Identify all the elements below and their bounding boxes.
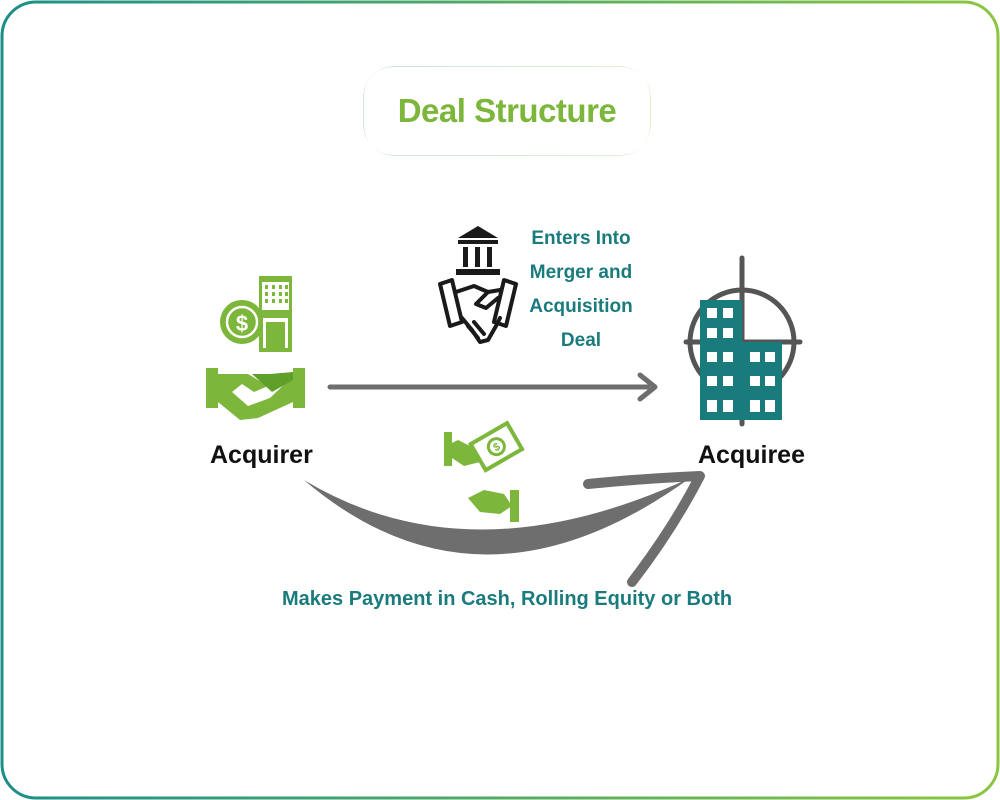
svg-text:$: $ — [491, 441, 502, 454]
bank-icon — [456, 226, 500, 275]
deal-line-2: Merger and — [529, 262, 633, 283]
deal-arrow — [327, 372, 658, 402]
diagram-title: Deal Structure — [397, 92, 617, 129]
acquiree-label: Acquiree — [698, 441, 805, 469]
handshake-icon — [206, 368, 305, 420]
svg-text:$: $ — [236, 311, 248, 336]
deal-line-1: Enters Into — [531, 228, 631, 249]
payment-arrow — [304, 471, 705, 587]
deal-line-3: Acquisition — [529, 296, 633, 317]
acquirer-label: Acquirer — [210, 441, 313, 469]
office-building-icon — [259, 276, 292, 352]
payment-description: Makes Payment in Cash, Rolling Equity or… — [282, 588, 733, 610]
cash-payment-icon: $ — [444, 420, 525, 522]
handshake-icon — [438, 278, 518, 344]
title-pill: Deal Structure — [364, 67, 650, 155]
dollar-coin-icon: $ — [220, 300, 264, 344]
deal-line-4: Deal — [560, 330, 602, 351]
deal-description: Enters Into Merger and Acquisition Deal — [520, 222, 642, 358]
office-building-icon — [700, 300, 782, 420]
